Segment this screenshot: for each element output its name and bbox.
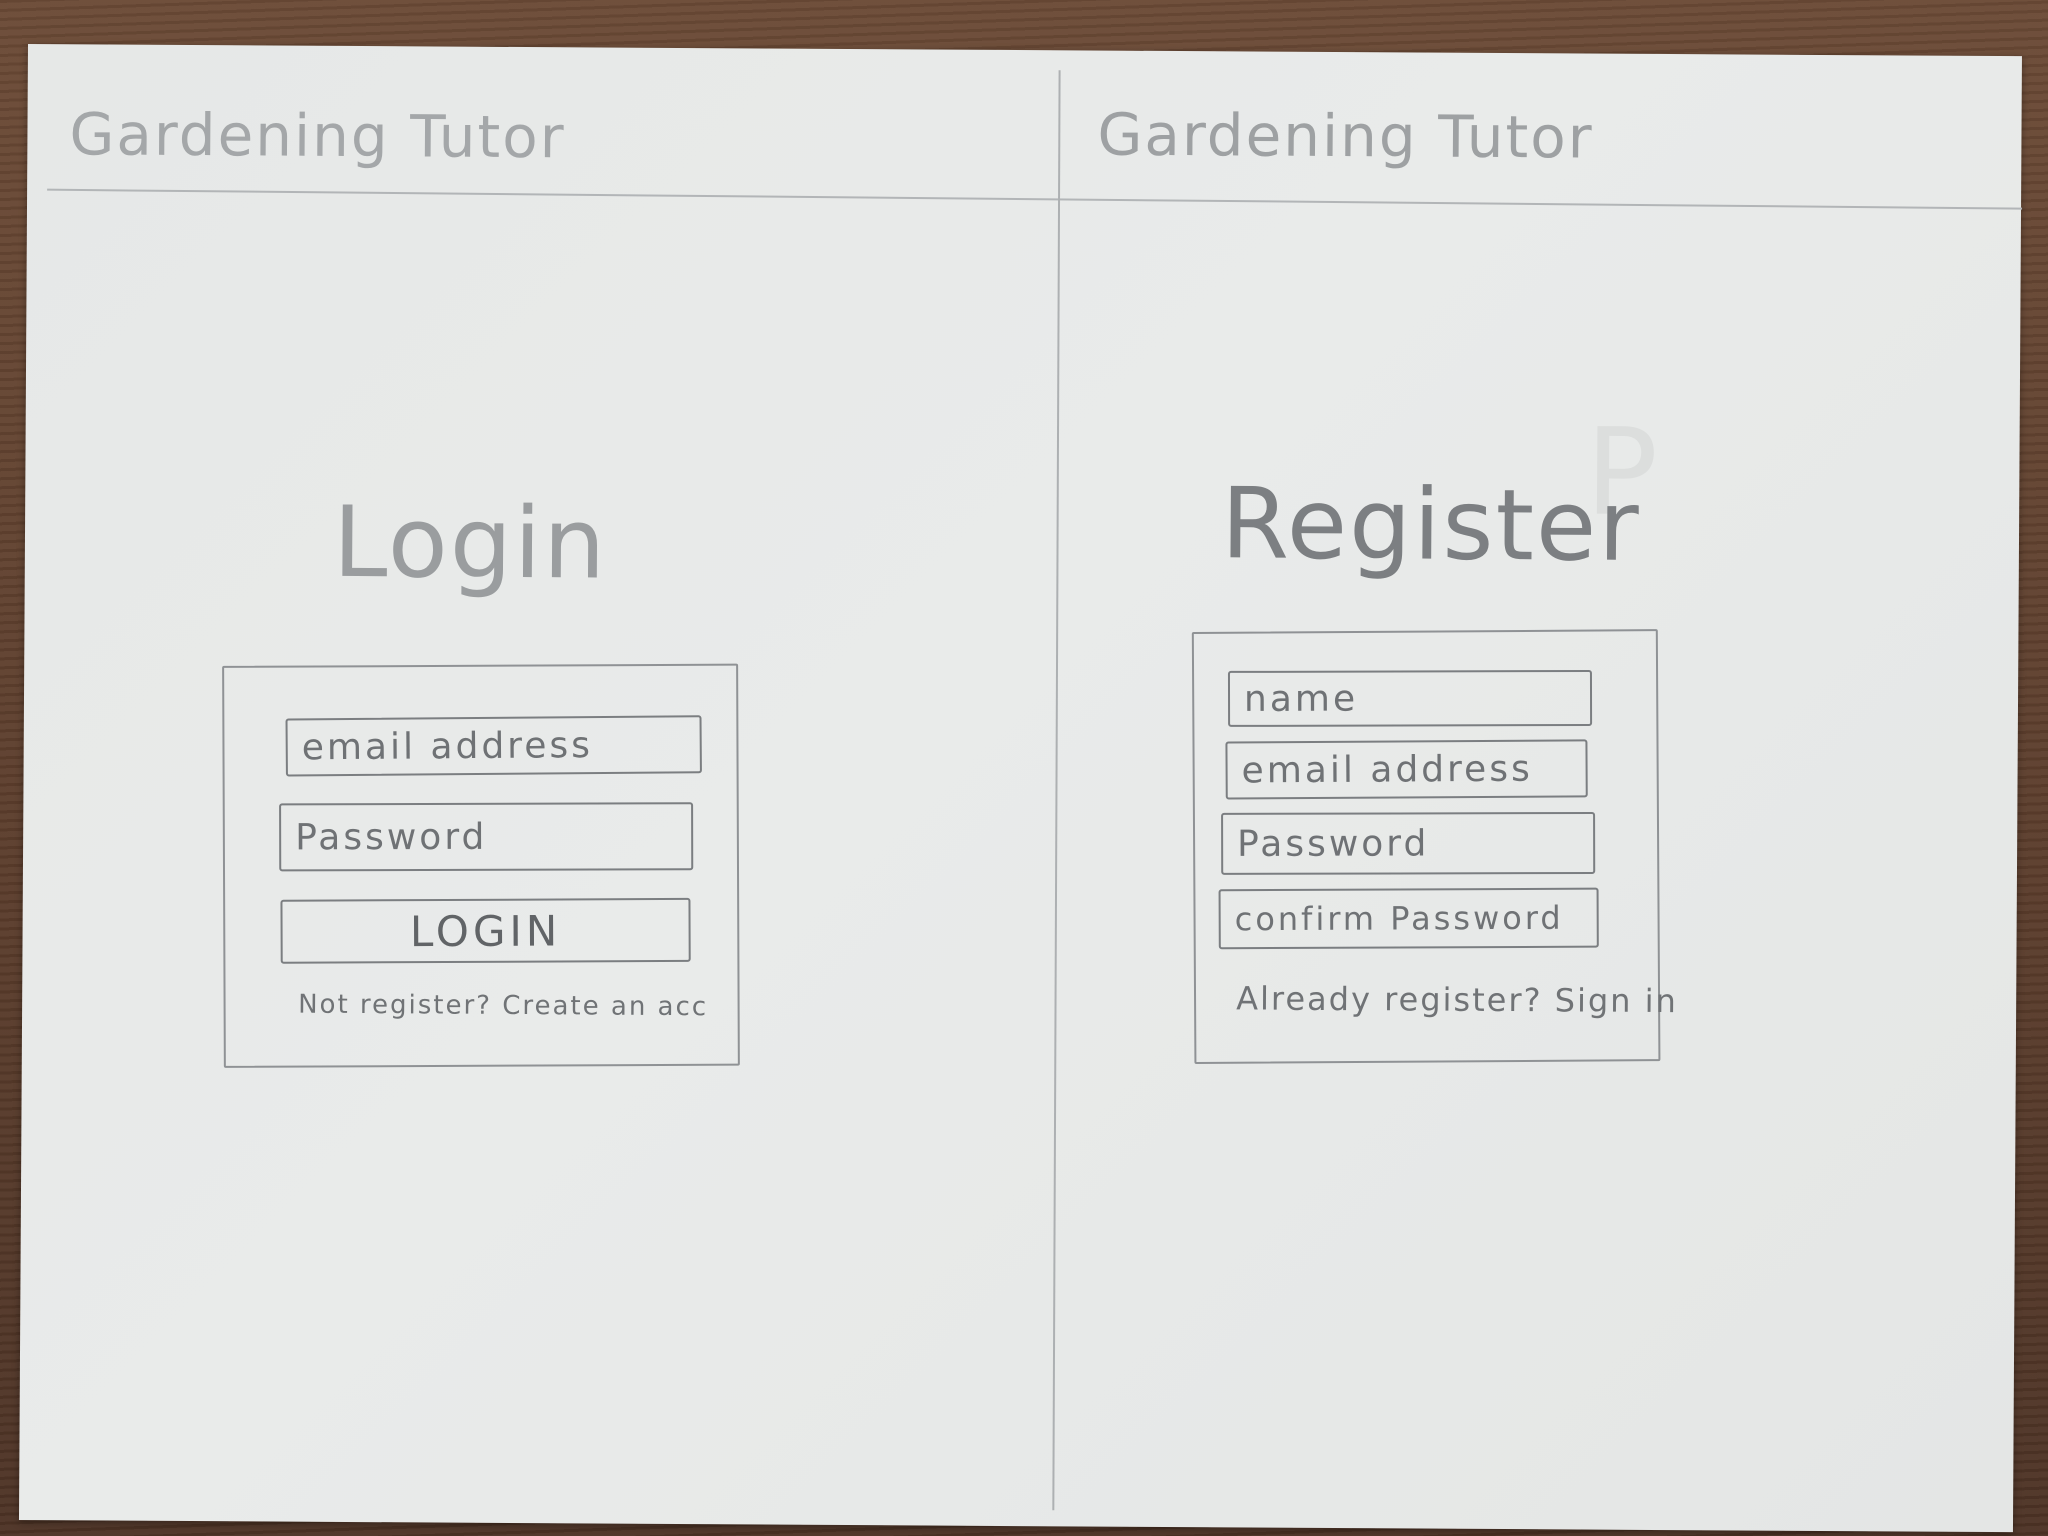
login-email-input[interactable]: email address (285, 715, 702, 777)
create-account-link[interactable]: Not register? Create an acc (298, 989, 709, 1023)
screen-divider (1052, 70, 1061, 1511)
login-password-input[interactable]: Password (279, 802, 694, 872)
login-app-title: Gardening Tutor (69, 100, 566, 172)
register-email-input[interactable]: email address (1225, 739, 1588, 800)
register-password-input[interactable]: Password (1221, 811, 1596, 875)
register-name-input[interactable]: name (1227, 669, 1593, 727)
header-divider (47, 188, 2023, 210)
login-page-title: Login (332, 485, 608, 602)
sketch-paper: P Gardening Tutor Login email address Pa… (18, 44, 2023, 1533)
register-confirm-password-input[interactable]: confirm Password (1218, 887, 1599, 950)
register-app-title: Gardening Tutor (1097, 100, 1594, 172)
sign-in-link[interactable]: Already register? Sign in (1236, 979, 1678, 1021)
login-button[interactable]: LOGIN (280, 897, 691, 964)
register-page-title: Register (1220, 467, 1641, 584)
